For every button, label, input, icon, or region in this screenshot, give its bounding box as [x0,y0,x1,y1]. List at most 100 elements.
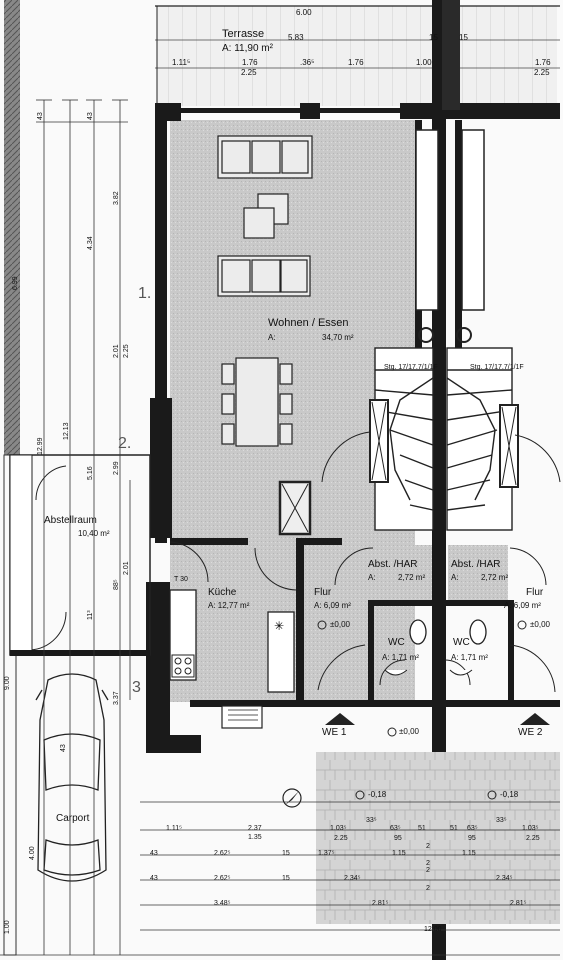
flur2-area: A: 6,09 m² [504,601,541,610]
front-paving [316,752,560,924]
left-dimension-lines [36,99,131,955]
car-outline [35,673,109,882]
flur1-level: ±0,00 [330,620,350,629]
dim-b-2625b: 2.62⁵ [214,875,231,882]
unit-we1: WE 1 [322,727,347,738]
dim-m-225a: 2.25 [334,835,348,842]
dim-left-1213: 12.13 [63,422,70,440]
dim-b-43b: 43 [150,875,158,882]
carport-label: Carport [56,813,90,824]
svg-text:✳: ✳ [274,619,284,633]
dim-top-100: 1.00 [416,58,432,67]
dim-b-43a: 43 [150,850,158,857]
wc1-area: A: 1,71 m² [382,653,419,662]
abst1-area-prefix: A: [368,573,376,582]
sofa-bottom [217,255,311,297]
abstellraum-label: Abstellraum [44,515,97,526]
abstellraum-area: 10,40 m² [78,529,110,538]
dim-m-115b: 1.15 [462,850,476,857]
terrasse-area: A: 11,90 m² [222,43,273,54]
dim-m-51a: 51 [418,825,426,832]
dim-m-1035b: 1.03⁵ [522,825,539,832]
dim-b-1375: 1.37⁵ [318,850,335,857]
dim-b-1200: 12.00 [424,926,442,933]
fence-strip [4,0,20,455]
dim-left-1299: 12.99 [37,437,44,455]
dim-m-225b: 2.25 [526,835,540,842]
dim-left-43a: 43 [37,112,44,120]
dim-m-115a: 1.15 [392,850,406,857]
window-left-panel [415,129,439,311]
dim-top-225b: 2.25 [534,68,550,77]
dim-m-2a: 2 [426,843,430,850]
dim-b-111: 1.11⁵ [166,825,183,832]
dim-left-225: 2.25 [123,344,130,358]
armchairs [243,193,289,239]
dim-m-95b: 95 [468,835,476,842]
dim-left-400: 4.00 [29,846,36,860]
dim-b-2815b: 2.81⁵ [510,900,527,907]
abst2-area-prefix: A: [451,573,459,582]
dim-top-365: .36⁵ [300,58,315,67]
dim-m-2b: 2 [426,860,430,867]
dim-top-225a: 2.25 [241,68,257,77]
dim-top-15a: 15 [429,33,438,42]
dim-m-335a: 33⁵ [366,817,377,824]
dim-top-176b: 1.76 [348,58,364,67]
dim-m-1035a: 1.03⁵ [330,825,347,832]
dim-top-111: 1.11⁵ [172,58,191,67]
dim-left-900: 9.00 [4,676,11,690]
dim-left-337: 3.37 [113,691,120,705]
dim-b-237: 2.37 [248,825,262,832]
outside-level-left: -0,18 [368,790,387,799]
dim-left-43c: 43 [60,744,67,752]
dim-top-600: 6.00 [296,8,312,17]
dim-left-201b: 2.01 [123,561,130,575]
north-arrow [282,788,302,808]
stair-note-left: Stg. 17/17.7/1/1F [384,364,438,371]
dim-b-2625a: 2.62⁵ [214,850,231,857]
dim-left-434: 4.34 [87,236,94,250]
dim-left-113: 11³ [87,610,94,620]
annotation-1: 1. [138,285,152,302]
door-swings [29,431,561,693]
terrace-decking [157,6,557,106]
abst2-area: 2,72 m² [481,573,509,582]
dim-left-201: 2.01 [113,344,120,358]
kueche-label: Küche [208,587,237,598]
abst1-area: 2,72 m² [398,573,426,582]
dim-b-15b: 15 [282,875,290,882]
flur1-area: A: 6,09 m² [314,601,351,610]
kitchen-code: T 30 [174,576,188,583]
dim-m-2c: 2 [426,867,430,874]
dim-b-3485: 3.48⁵ [214,900,231,907]
dim-left-299: 2.99 [113,461,120,475]
wc2-label: WC [453,637,470,648]
dim-left-885: 88⁵ [113,579,120,590]
entry-level: ±0,00 [399,727,419,736]
dim-b-2345b: 2.34⁵ [496,875,513,882]
dim-b-135: 1.35 [248,834,262,841]
abst1-label: Abst. /HAR [368,559,418,570]
kueche-area: A: 12,77 m² [208,601,250,610]
dim-top-176a: 1.76 [242,58,258,67]
dim-left-43b: 43 [87,112,94,120]
dim-b-2815a: 2.81⁵ [372,900,389,907]
dim-left-100: 1.00 [4,920,11,934]
wohnen-area-prefix: A: [268,333,276,342]
dim-top-176c: 1.76 [535,58,551,67]
wohnen-area: 34,70 m² [322,333,354,342]
dim-left-382: 3.82 [113,191,120,205]
window-right-panel [461,129,485,311]
dim-m-95a: 95 [394,835,402,842]
dim-left-516: 5.16 [87,466,94,480]
wc2-area: A: 1,71 m² [451,653,488,662]
terrasse-label: Terrasse [222,28,265,40]
abst2-label: Abst. /HAR [451,559,501,570]
dim-m-635b: 63⁵ [467,825,478,832]
sofa-top [217,135,313,179]
dim-b-2345a: 2.34⁵ [344,875,361,882]
dim-b-15a: 15 [282,850,290,857]
